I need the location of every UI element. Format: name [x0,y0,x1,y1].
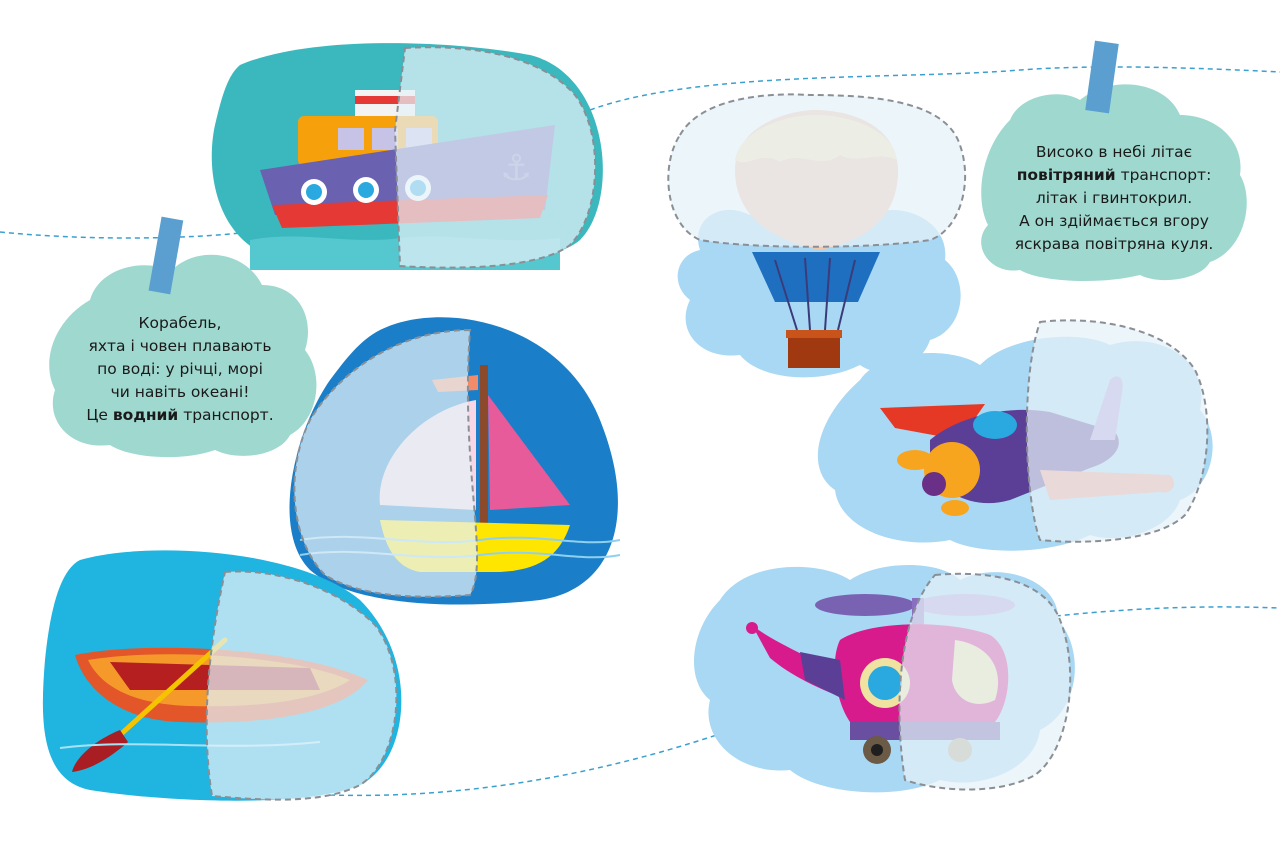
tape-icon [148,216,184,295]
note-line: повітряний транспорт: [988,164,1240,187]
text-segment: яхта і човен плавають [88,337,272,355]
water-note-cloud [49,216,317,458]
sailboat-sticker[interactable] [289,317,621,605]
text-segment: літак і гвинтокрил. [1035,189,1193,207]
text-segment: яскрава повітряна куля. [1014,235,1214,253]
text-segment: чи навіть океані! [110,383,250,401]
tape-icon [1085,40,1119,114]
note-line: по воді: у річці, морі [62,358,298,381]
note-line: яхта і човен плавають [62,335,298,358]
text-segment: транспорт. [178,406,274,424]
bold-text: водний [112,406,179,424]
text-segment: Це [86,406,113,424]
text-segment: Високо в небі літає [1035,143,1193,161]
note-line: літак і гвинтокрил. [988,187,1240,210]
note-line: Це водний транспорт. [62,404,298,427]
text-segment: по воді: у річці, морі [97,360,263,378]
text-segment: Корабель, [138,314,222,332]
note-line: Корабель, [62,312,298,335]
note-line: А он здіймається вгору [988,210,1240,233]
airplane-sticker[interactable] [817,319,1213,551]
bold-text: повітряний [1016,166,1116,184]
balloon-sticker[interactable] [667,93,967,378]
air-note-cloud [981,40,1247,282]
note-line: Високо в небі літає [988,141,1240,164]
water-transport-note: Корабель, яхта і човен плавають по воді:… [62,312,298,427]
text-segment: А он здіймається вгору [1019,212,1209,230]
helicopter-sticker[interactable] [693,565,1075,793]
ship-sticker[interactable]: ⚓ [211,43,603,270]
text-segment: транспорт: [1115,166,1212,184]
air-transport-note: Високо в небі літає повітряний транспорт… [988,141,1240,256]
rowboat-sticker[interactable] [42,550,402,801]
note-line: яскрава повітряна куля. [988,233,1240,256]
note-line: чи навіть океані! [62,381,298,404]
